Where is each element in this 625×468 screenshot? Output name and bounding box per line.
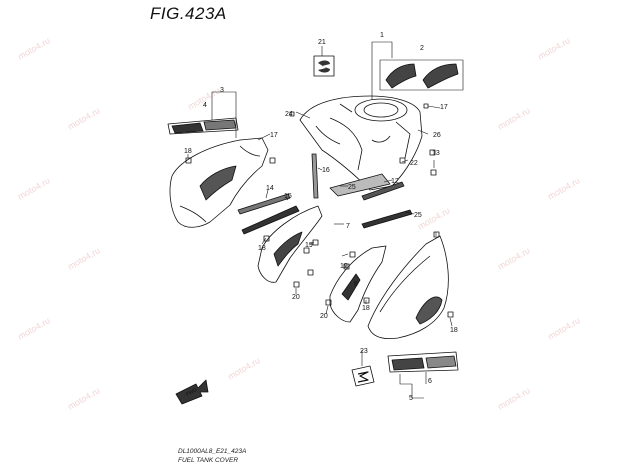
callout-4: 4 — [203, 102, 207, 109]
callout-3: 3 — [220, 87, 224, 94]
callout-6: 6 — [428, 378, 432, 385]
watermark: moto4.ru — [16, 315, 52, 341]
watermark: moto4.ru — [546, 315, 582, 341]
emblem-part-21 — [313, 55, 335, 77]
callout-2: 2 — [420, 45, 424, 52]
callout-20-a: 20 — [292, 294, 300, 301]
callout-19-a: 19 — [305, 242, 313, 249]
fwd-label: FWD — [185, 387, 198, 398]
callout-26: 26 — [433, 132, 441, 139]
callout-24: 24 — [285, 111, 293, 118]
watermark: moto4.ru — [226, 355, 262, 381]
callout-17-b: 17 — [270, 132, 278, 139]
watermark: moto4.ru — [536, 35, 572, 61]
callout-21: 21 — [318, 39, 326, 46]
decal-part-4 — [167, 117, 239, 135]
side-cover-part-3 — [169, 137, 269, 228]
footer-caption: FUEL TANK COVER — [178, 457, 239, 464]
strip-parts-12-25 — [329, 173, 413, 229]
watermark: moto4.ru — [16, 35, 52, 61]
emblem-part-23 — [351, 365, 375, 387]
decal-part-2 — [379, 59, 464, 91]
watermark: moto4.ru — [66, 385, 102, 411]
watermark: moto4.ru — [66, 245, 102, 271]
fuel-tank-cover-part-1 — [299, 95, 423, 191]
callout-18-c: 18 — [362, 305, 370, 312]
fwd-direction-arrow — [175, 379, 209, 405]
callout-16: 16 — [322, 167, 330, 174]
callout-19-b: 19 — [340, 263, 348, 270]
callout-14: 14 — [266, 185, 274, 192]
figure-title: FIG.423A — [150, 4, 227, 23]
callout-15: 15 — [284, 193, 292, 200]
strip-part-16 — [311, 153, 319, 199]
fasteners — [185, 103, 454, 318]
watermark: moto4.ru — [16, 175, 52, 201]
watermark: moto4.ru — [496, 385, 532, 411]
callout-17-a: 17 — [440, 104, 448, 111]
callout-22: 22 — [410, 160, 418, 167]
callout-13: 13 — [432, 150, 440, 157]
callout-25-b: 25 — [414, 212, 422, 219]
decal-part-6 — [387, 351, 459, 373]
callout-7: 7 — [346, 223, 350, 230]
callout-18-a: 18 — [184, 148, 192, 155]
watermark: moto4.ru — [496, 105, 532, 131]
callout-20-b: 20 — [320, 313, 328, 320]
side-cover-right — [367, 235, 449, 340]
callout-leaders — [187, 41, 453, 399]
callout-23: 23 — [360, 348, 368, 355]
callout-18-b: 18 — [258, 245, 266, 252]
callout-5: 5 — [409, 395, 413, 402]
footer-model-code: DL1000AL8_E21_423A — [178, 448, 247, 455]
callout-25-a: 25 — [348, 184, 356, 191]
cover-part-7 — [257, 205, 323, 283]
callout-1: 1 — [380, 32, 384, 39]
watermark: moto4.ru — [66, 105, 102, 131]
watermark: moto4.ru — [546, 175, 582, 201]
callout-numbers: 1 2 3 4 5 6 7 8 12 13 14 15 16 17 17 18 … — [184, 32, 458, 402]
callout-8: 8 — [354, 281, 358, 288]
callout-18-d: 18 — [450, 327, 458, 334]
strip-parts-14-15 — [237, 193, 300, 235]
watermark: moto4.ru — [496, 245, 532, 271]
callout-12: 12 — [391, 178, 399, 185]
